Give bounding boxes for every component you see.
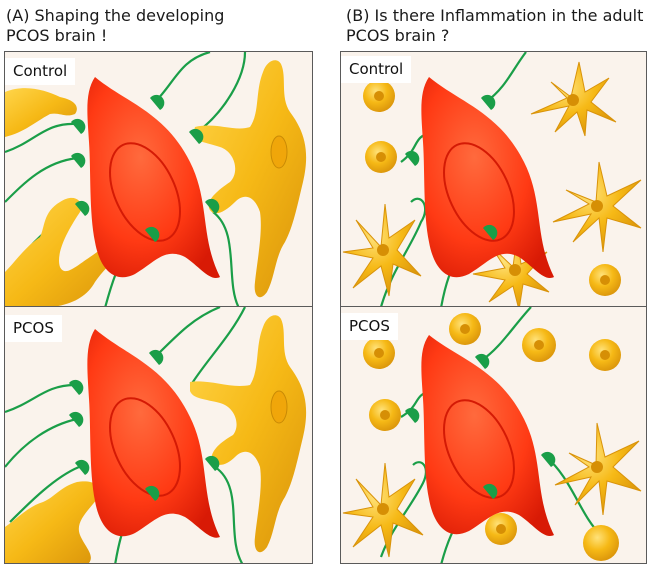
glia-nucleus: [270, 135, 288, 169]
round-microglia-group: [363, 313, 621, 561]
panel-b-control: Control: [340, 51, 647, 307]
synapse-terminals: [71, 94, 220, 242]
glial-cells: [5, 60, 307, 306]
panel-b-control-illustration: [341, 52, 646, 306]
panel-a-pcos: PCOS: [4, 306, 313, 564]
glial-cell-right: [193, 60, 307, 298]
red-neuron: [87, 77, 220, 278]
round-microglia: [583, 525, 619, 561]
panel-a-pcos-illustration: [5, 307, 312, 563]
neuron-nucleus: [109, 397, 181, 497]
neuron-nucleus: [443, 399, 515, 499]
red-neuron: [421, 77, 554, 278]
heading-a: (A) Shaping the developing PCOS brain !: [6, 6, 224, 46]
axon-paths: [5, 307, 246, 563]
panel-a-control-illustration: [5, 52, 312, 306]
synapse-terminals: [69, 349, 220, 501]
heading-b-line2: PCOS brain ?: [346, 26, 450, 45]
glial-cell-bottom-left: [5, 481, 100, 563]
heading-b-line1: (B) Is there Inflammation in the adult: [346, 6, 644, 25]
glial-cell-top-left: [5, 88, 77, 137]
panel-b-pcos: PCOS: [340, 306, 647, 564]
synapse-terminals: [405, 353, 556, 499]
neuron-nucleus: [109, 142, 181, 242]
glial-cells: [5, 315, 307, 563]
red-neuron: [421, 335, 554, 536]
panel-a-control-label: Control: [5, 58, 76, 85]
panel-b-pcos-illustration: [341, 307, 646, 563]
heading-a-line1: (A) Shaping the developing: [6, 6, 225, 25]
synapse-terminals: [405, 94, 498, 240]
glial-cell-right: [190, 315, 307, 553]
heading-a-line2: PCOS brain !: [6, 26, 108, 45]
glial-cell-bottom-left: [5, 197, 124, 306]
panel-b-pcos-label: PCOS: [341, 313, 398, 340]
neuron-nucleus: [443, 142, 515, 242]
red-neuron: [87, 329, 220, 538]
heading-b: (B) Is there Inflammation in the adult P…: [346, 6, 643, 46]
panel-a-pcos-label: PCOS: [5, 315, 62, 342]
panel-b-control-label: Control: [341, 56, 412, 83]
round-microglia-group: [363, 80, 621, 296]
panel-a-control: Control: [4, 51, 313, 307]
glia-nucleus: [270, 390, 288, 424]
